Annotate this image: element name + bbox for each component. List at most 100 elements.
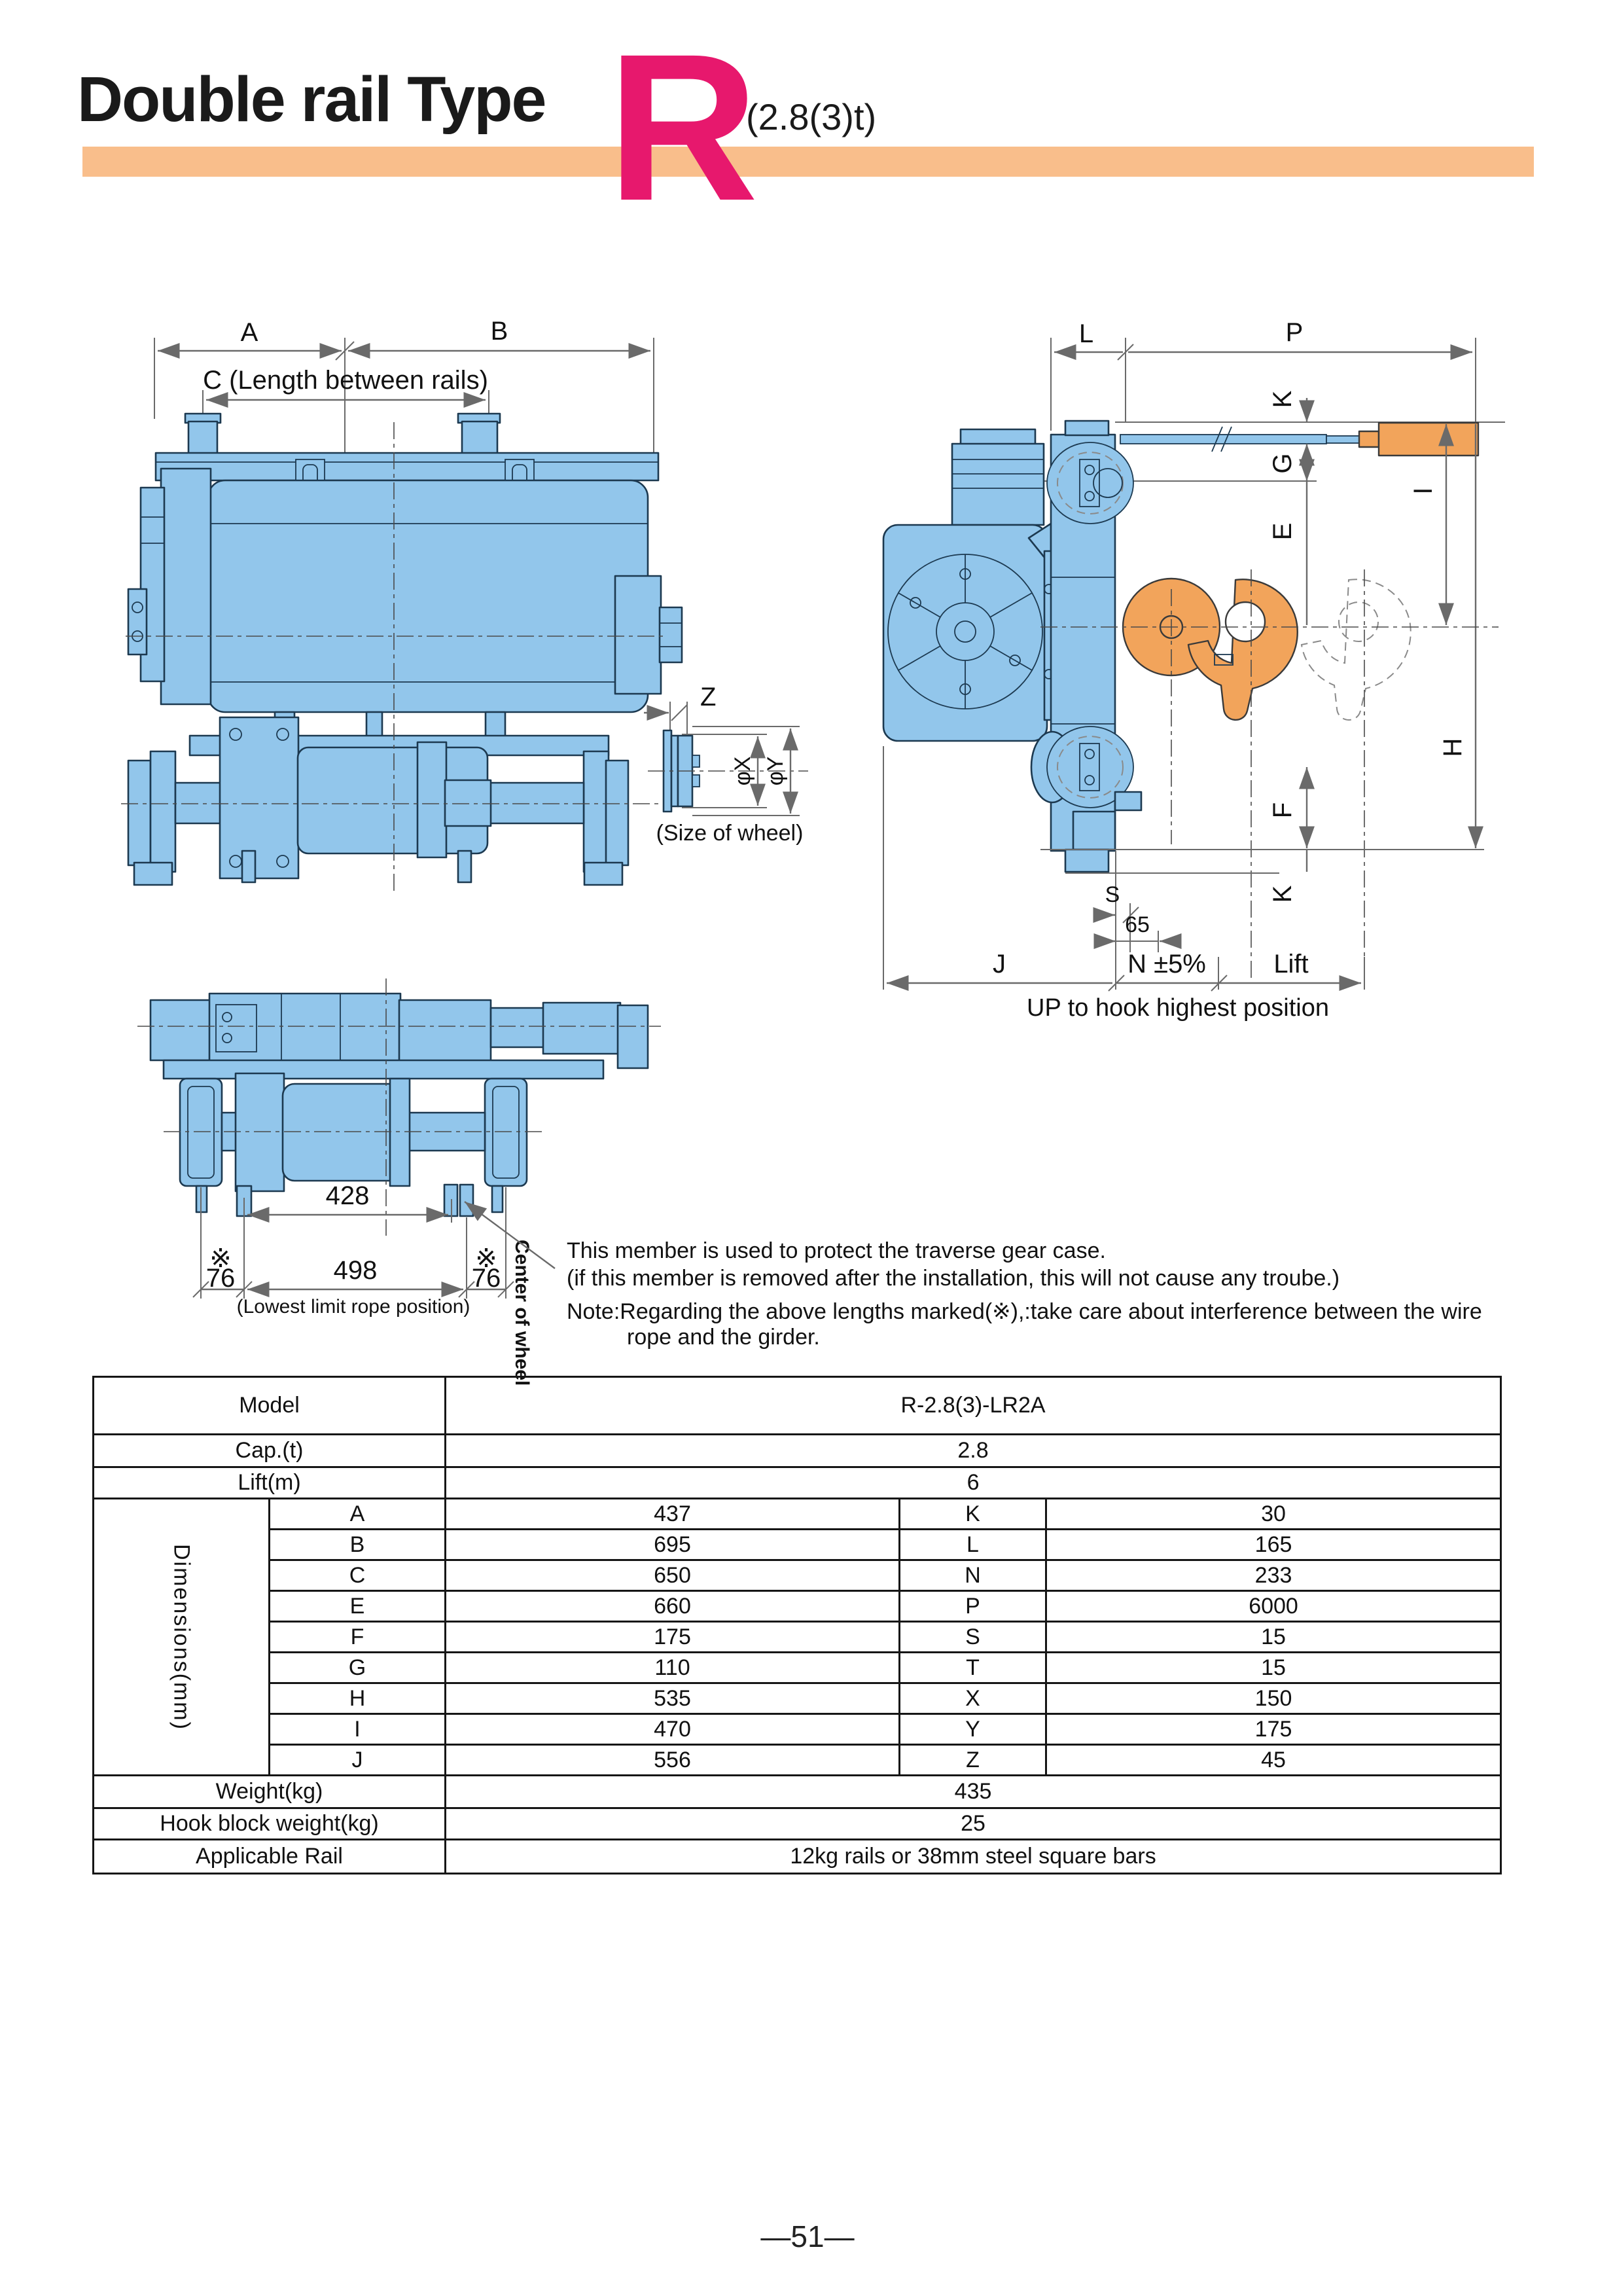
front-dim-c-label: C (Length between rails) xyxy=(203,366,488,395)
front-dim-b-label: B xyxy=(491,317,508,346)
dim-key: L xyxy=(898,1528,1048,1561)
pendant-control[interactable] xyxy=(1377,422,1480,457)
protective-member xyxy=(459,1183,474,1217)
rope-and-pendant xyxy=(1120,422,1480,457)
dim-key: E xyxy=(268,1590,447,1623)
dim-key: B xyxy=(268,1528,447,1561)
dim-key: Z xyxy=(898,1744,1048,1776)
table-row: B 695 L 165 xyxy=(94,1528,1502,1561)
side-dim-g-label: G xyxy=(1268,453,1297,473)
dim-key: I xyxy=(268,1713,447,1746)
bottom-dim-lines: 428 ※ 76 498 ※ 76 (Lowest limit rope pos… xyxy=(192,1181,556,1386)
dim-key: F xyxy=(268,1621,447,1653)
dim-key: A xyxy=(268,1498,447,1530)
side-dim-right: K G E I H F K xyxy=(1044,390,1483,903)
side-dim-s-label: S xyxy=(1105,882,1120,907)
cap-label: Cap.(t) xyxy=(92,1433,447,1468)
dim-value: 650 xyxy=(444,1559,901,1592)
table-row: Lift(m) 6 xyxy=(92,1466,1502,1499)
dim-value: 15 xyxy=(1045,1651,1502,1684)
dim-value: 660 xyxy=(444,1590,901,1623)
dims-label: Dimensions(mm) xyxy=(169,1543,194,1731)
model-label: Model xyxy=(92,1376,447,1435)
front-machine-body xyxy=(121,412,683,891)
dim-value: 150 xyxy=(1045,1682,1502,1715)
side-dim-h-label: H xyxy=(1438,738,1467,757)
hook-weight-value: 25 xyxy=(444,1807,1502,1840)
dim-value: 165 xyxy=(1045,1528,1502,1561)
dim-value: 30 xyxy=(1045,1498,1502,1530)
side-dim-e-label: E xyxy=(1268,523,1297,541)
hook xyxy=(1187,579,1298,721)
table-row: J 556 Z 45 xyxy=(94,1744,1502,1776)
side-machine-body xyxy=(882,420,1143,873)
front-dim-a-label: A xyxy=(241,318,258,347)
wheel-dim-y-label: φY xyxy=(763,757,788,786)
side-dim-k-top-label: K xyxy=(1268,390,1297,408)
table-row: Model R-2.8(3)-LR2A xyxy=(92,1376,1502,1435)
wheel-dim-xy: φX φY xyxy=(682,726,800,816)
dim-value: 233 xyxy=(1045,1559,1502,1592)
table-row: H 535 X 150 xyxy=(94,1682,1502,1715)
dim-key: Y xyxy=(898,1713,1048,1746)
page-title: Double rail Type xyxy=(77,63,546,135)
side-dim-p-label: P xyxy=(1286,318,1304,347)
dim-value: 175 xyxy=(1045,1713,1502,1746)
note-line-2: (if this member is removed after the ins… xyxy=(567,1266,1340,1291)
dim-value: 556 xyxy=(444,1744,901,1776)
bottom-mark-left: ※ xyxy=(209,1244,232,1273)
header-accent-bar xyxy=(82,147,1534,177)
side-dim-l-label: L xyxy=(1079,319,1093,348)
wheel-detail-drawing: Z φX φY (Size of wheel) xyxy=(644,683,808,846)
wheel-dim-x-label: φX xyxy=(730,757,755,786)
cap-value: 2.8 xyxy=(444,1433,1502,1468)
front-dim-lines: A B C (Length between rails) xyxy=(154,317,654,459)
table-row: E 660 P 6000 xyxy=(94,1590,1502,1623)
side-dim-n-label: N ±5% xyxy=(1127,950,1206,978)
bottom-val-left: 76 xyxy=(206,1264,236,1293)
dim-value: 175 xyxy=(444,1621,901,1653)
dim-key: S xyxy=(898,1621,1048,1653)
hook-block xyxy=(1040,569,1499,985)
side-dim-i-label: I xyxy=(1409,487,1438,494)
dim-value: 110 xyxy=(444,1651,901,1684)
model-value: R-2.8(3)-LR2A xyxy=(444,1376,1502,1435)
side-dim-bottom: S 65 J N ±5% Lift xyxy=(883,746,1365,992)
lift-label: Lift(m) xyxy=(92,1466,447,1499)
wheel-dim-z-label: Z xyxy=(700,683,716,711)
dim-key: T xyxy=(898,1651,1048,1684)
bottom-view-drawing: 428 ※ 76 498 ※ 76 (Lowest limit rope pos… xyxy=(137,978,661,1386)
rail-value: 12kg rails or 38mm steel square bars xyxy=(444,1839,1502,1874)
dim-value: 437 xyxy=(444,1498,901,1530)
hook-weight-label: Hook block weight(kg) xyxy=(92,1807,447,1840)
bottom-machine-body xyxy=(137,978,661,1236)
capacity-label: (2.8(3)t) xyxy=(746,96,877,137)
dim-key: C xyxy=(268,1559,447,1592)
dim-key: P xyxy=(898,1590,1048,1623)
bottom-dim-498-label: 498 xyxy=(334,1256,378,1285)
dims-label-cell: Dimensions(mm) xyxy=(92,1498,270,1776)
table-row: F 175 S 15 xyxy=(94,1621,1502,1653)
table-row: I 470 Y 175 xyxy=(94,1713,1502,1746)
side-view-drawing: L P K G E I H F K xyxy=(882,318,1505,1022)
side-dim-j-label: J xyxy=(993,950,1006,978)
lowest-limit-caption: (Lowest limit rope position) xyxy=(237,1296,470,1318)
pendant-connector xyxy=(1358,430,1380,448)
table-row: Dimensions(mm) A 437 K 30 xyxy=(92,1498,1502,1776)
dim-value: 695 xyxy=(444,1528,901,1561)
dim-key: K xyxy=(898,1498,1048,1530)
dim-value: 45 xyxy=(1045,1744,1502,1776)
side-dim-top: L P xyxy=(1050,318,1476,431)
wheel-caption: (Size of wheel) xyxy=(656,821,804,846)
side-view-caption: UP to hook highest position xyxy=(1027,994,1329,1022)
table-row: Applicable Rail 12kg rails or 38mm steel… xyxy=(92,1839,1502,1874)
spec-table: Model R-2.8(3)-LR2A Cap.(t) 2.8 Lift(m) … xyxy=(92,1376,1502,1874)
table-row: Hook block weight(kg) 25 xyxy=(92,1807,1502,1840)
lift-value: 6 xyxy=(444,1466,1502,1499)
front-view-drawing: A B C (Length between rails) xyxy=(121,317,683,891)
weight-label: Weight(kg) xyxy=(92,1774,447,1809)
table-row: Cap.(t) 2.8 xyxy=(92,1433,1502,1468)
note-pointer-arrow xyxy=(464,1201,556,1269)
rail-label: Applicable Rail xyxy=(92,1839,447,1874)
dim-key: G xyxy=(268,1651,447,1684)
